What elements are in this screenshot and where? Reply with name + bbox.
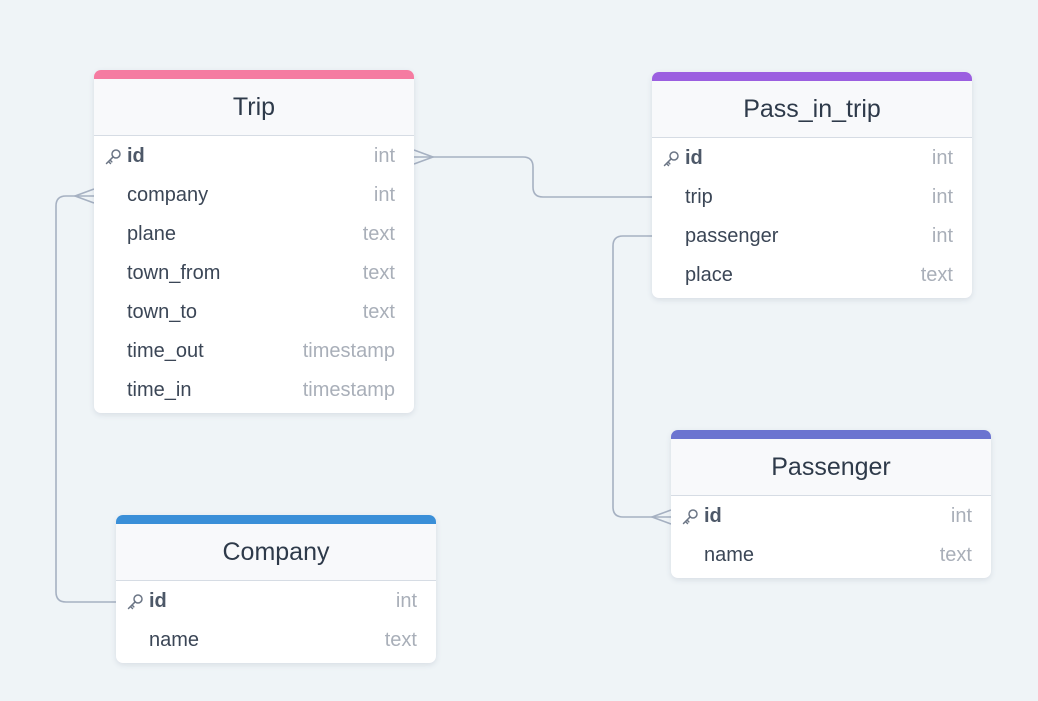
table-pass-in-trip[interactable]: Pass_in_trip id int trip int passenger int pla…: [652, 72, 972, 298]
field-row-id[interactable]: id int: [94, 137, 414, 176]
field-row-town-from[interactable]: town_from text: [94, 254, 414, 293]
key-icon: [681, 508, 699, 526]
table-company[interactable]: Company id int name text: [116, 515, 436, 663]
field-name: id: [127, 145, 145, 167]
field-row-name[interactable]: name text: [116, 621, 436, 660]
field-name: passenger: [685, 225, 779, 247]
field-list: id int name text: [671, 496, 991, 578]
crowfoot-passenger-id: [649, 509, 672, 525]
table-title: Company: [222, 537, 330, 566]
relation-trip-pass-in-trip: [414, 156, 652, 198]
field-row-time-out[interactable]: time_out timestamp: [94, 332, 414, 371]
field-name: plane: [127, 223, 176, 245]
field-list: id int name text: [116, 581, 436, 663]
field-type: text: [384, 629, 417, 651]
field-row-id[interactable]: id int: [671, 497, 991, 536]
table-header-trip[interactable]: Trip: [94, 70, 414, 136]
field-type: int: [950, 505, 972, 527]
key-icon: [126, 593, 144, 611]
relation-trip-company: [55, 195, 116, 603]
table-header-passenger[interactable]: Passenger: [671, 430, 991, 496]
field-type: int: [373, 145, 395, 167]
field-row-id[interactable]: id int: [652, 139, 972, 178]
field-name: id: [704, 505, 722, 527]
field-row-passenger[interactable]: passenger int: [652, 217, 972, 256]
key-icon: [662, 150, 680, 168]
field-type: int: [931, 225, 953, 247]
field-row-place[interactable]: place text: [652, 256, 972, 295]
field-name: id: [149, 590, 167, 612]
field-row-time-in[interactable]: time_in timestamp: [94, 371, 414, 410]
table-title: Trip: [232, 92, 276, 121]
field-name: company: [127, 184, 209, 206]
field-type: text: [362, 301, 395, 323]
crowfoot-trip-company: [72, 188, 95, 204]
field-row-plane[interactable]: plane text: [94, 215, 414, 254]
field-name: place: [685, 264, 733, 286]
field-type: int: [931, 186, 953, 208]
field-list: id int trip int passenger int place text: [652, 138, 972, 298]
field-type: timestamp: [302, 379, 395, 401]
table-title: Passenger: [771, 452, 891, 481]
field-name: name: [149, 629, 200, 651]
field-row-company[interactable]: company int: [94, 176, 414, 215]
field-name: trip: [685, 186, 713, 208]
field-row-id[interactable]: id int: [116, 582, 436, 621]
field-type: timestamp: [302, 340, 395, 362]
table-header-pass-in-trip[interactable]: Pass_in_trip: [652, 72, 972, 138]
relation-pass-in-trip-passenger: [612, 235, 671, 518]
field-type: int: [395, 590, 417, 612]
table-header-company[interactable]: Company: [116, 515, 436, 581]
field-type: text: [362, 262, 395, 284]
field-row-name[interactable]: name text: [671, 536, 991, 575]
field-name: name: [704, 544, 755, 566]
field-type: int: [931, 147, 953, 169]
crowfoot-trip-id: [413, 149, 436, 165]
field-row-trip[interactable]: trip int: [652, 178, 972, 217]
table-title: Pass_in_trip: [743, 94, 881, 123]
field-row-town-to[interactable]: town_to text: [94, 293, 414, 332]
field-name: town_to: [127, 301, 198, 323]
field-type: int: [373, 184, 395, 206]
field-name: time_in: [127, 379, 192, 401]
key-icon: [104, 148, 122, 166]
field-name: time_out: [127, 340, 204, 362]
field-type: text: [362, 223, 395, 245]
table-passenger[interactable]: Passenger id int name text: [671, 430, 991, 578]
field-name: town_from: [127, 262, 221, 284]
field-type: text: [920, 264, 953, 286]
field-name: id: [685, 147, 703, 169]
field-type: text: [939, 544, 972, 566]
